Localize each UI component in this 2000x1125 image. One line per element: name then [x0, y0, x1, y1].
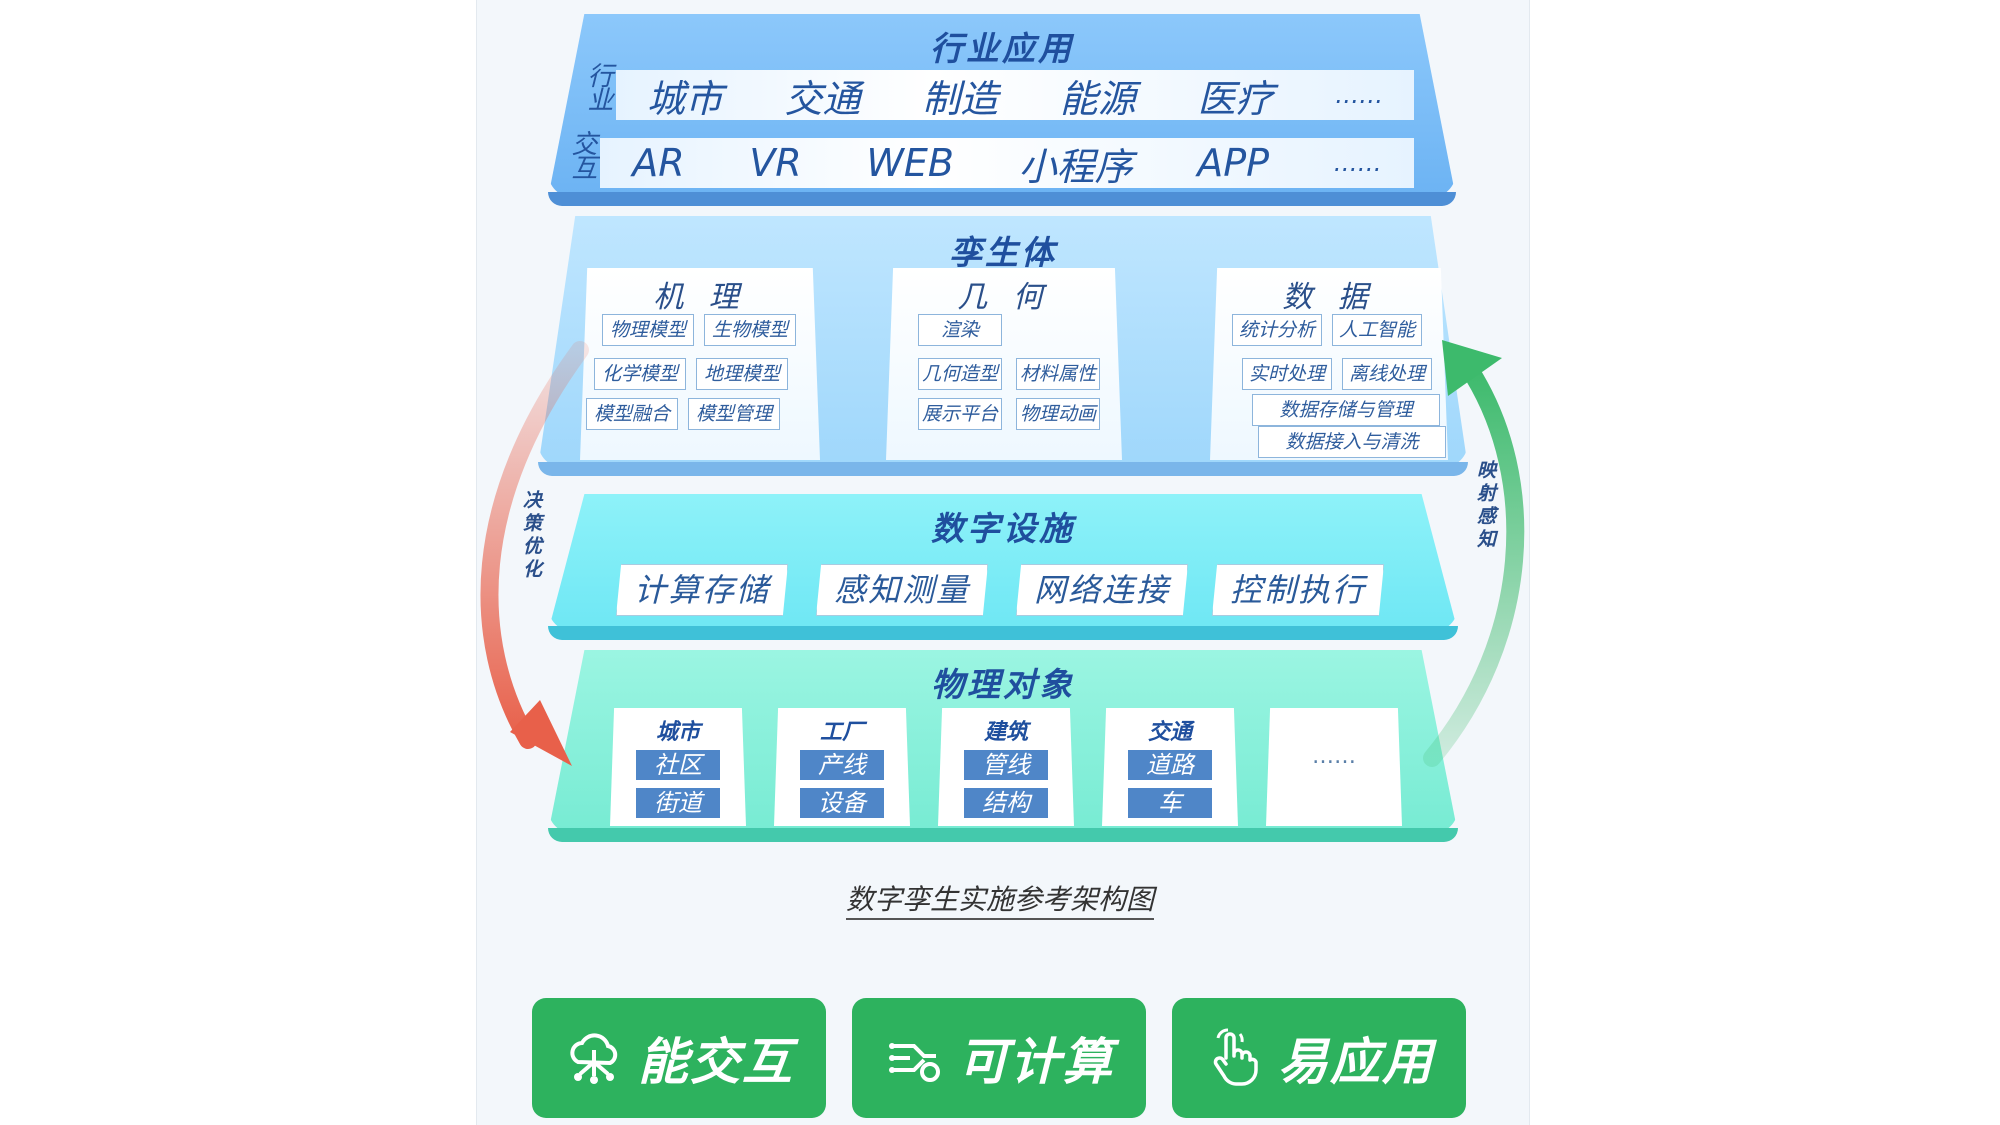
mechanism-item: 模型管理: [688, 398, 780, 430]
interactive-feature-label: 能交互: [638, 1033, 794, 1091]
industry-side-label-top: 行业: [583, 62, 613, 110]
caption-text: 数字孪生实施参考架构图: [845, 883, 1154, 920]
pointing-hand-icon: [1213, 1028, 1258, 1086]
physical-card-building: 建筑 管线 结构: [938, 708, 1074, 826]
physical-card-item: 设备: [800, 788, 884, 818]
physical-card-item: 社区: [636, 750, 720, 780]
interaction-item: WEB: [866, 141, 954, 185]
infra-item: 计算存储: [616, 564, 788, 616]
physical-card-head: 交通: [1147, 720, 1192, 745]
compute-circuit-icon: [889, 1043, 940, 1082]
geometry-item: 渲染: [918, 314, 1002, 346]
physical-card-item: 车: [1128, 788, 1212, 818]
mechanism-item: 生物模型: [704, 314, 796, 346]
geometry-title: 几 何: [957, 280, 1051, 315]
data-item: 实时处理: [1242, 358, 1332, 390]
mechanism-item: 物理模型: [602, 314, 694, 346]
physical-card-item: 结构: [964, 788, 1048, 818]
geometry-card: 几 何 渲染 几何造型 材料属性 展示平台 物理动画: [886, 268, 1122, 460]
diagram-caption: 数字孪生实施参考架构图: [0, 878, 2000, 920]
physical-card-more: ……: [1266, 708, 1402, 826]
industry-layer: 行业应用 行业 交互 城市 交通 制造 能源 医疗 …… AR VR WEB 小…: [548, 14, 1456, 206]
data-item: 离线处理: [1342, 358, 1432, 390]
sector-item: 医疗: [1197, 76, 1274, 121]
infra-item: 控制执行: [1212, 564, 1384, 616]
physical-card-item: 管线: [964, 750, 1048, 780]
industry-row-interaction: AR VR WEB 小程序 APP ……: [600, 138, 1414, 189]
mechanism-item: 地理模型: [696, 358, 788, 390]
computable-feature-label: 可计算: [958, 1033, 1114, 1091]
twin-layer: 孪生体 机 理 物理模型 生物模型 化学模型 地理模型 模型融合 模型管理 几 …: [538, 216, 1468, 476]
geometry-item: 几何造型: [918, 358, 1002, 390]
interaction-item: AR: [632, 141, 685, 185]
geometry-item: 材料属性: [1016, 358, 1100, 390]
mapping-perception-label: 映射感知: [1474, 460, 1496, 552]
interaction-item: APP: [1197, 141, 1270, 185]
physical-card-city: 城市 社区 街道: [610, 708, 746, 826]
decision-optimization-label: 决策优化: [520, 490, 542, 582]
data-item: 数据接入与清洗: [1258, 426, 1446, 458]
interactive-feature-button[interactable]: 能交互: [532, 998, 826, 1118]
physical-card-factory: 工厂 产线 设备: [774, 708, 910, 826]
physical-object-layer: 物理对象 城市 社区 街道 工厂 产线 设备 建筑 管线 结构 交通 道路 车 …: [548, 650, 1458, 842]
data-item: 统计分析: [1232, 314, 1322, 346]
infra-item: 网络连接: [1016, 564, 1188, 616]
sector-item: 交通: [784, 76, 861, 121]
physical-card-item: 道路: [1128, 750, 1212, 780]
mechanism-item: 模型融合: [586, 398, 678, 430]
physical-more-ellipsis: ……: [1312, 744, 1356, 769]
interaction-item: 小程序: [1018, 144, 1133, 189]
infrastructure-layer: 数字设施 计算存储 感知测量 网络连接 控制执行: [548, 494, 1458, 640]
industry-side-label-bottom: 交互: [567, 130, 597, 178]
infra-item: 感知测量: [816, 564, 988, 616]
industry-title: 行业应用: [930, 29, 1074, 68]
computable-feature-button[interactable]: 可计算: [852, 998, 1146, 1118]
physical-card-item: 产线: [800, 750, 884, 780]
physical-card-item: 街道: [636, 788, 720, 818]
physical-card-traffic: 交通 道路 车: [1102, 708, 1238, 826]
physical-card-head: 工厂: [819, 720, 864, 745]
interaction-item: VR: [749, 141, 802, 185]
physical-title: 物理对象: [931, 665, 1075, 704]
twin-title: 孪生体: [949, 233, 1057, 272]
infrastructure-title: 数字设施: [931, 509, 1075, 548]
sector-item: 城市: [646, 76, 723, 121]
physical-card-head: 城市: [655, 720, 700, 745]
sector-item: 制造: [922, 76, 999, 121]
mechanism-item: 化学模型: [594, 358, 686, 390]
mechanism-title: 机 理: [653, 280, 747, 315]
geometry-item: 物理动画: [1016, 398, 1100, 430]
sector-item: 能源: [1059, 76, 1136, 121]
easy-application-feature-label: 易应用: [1278, 1033, 1434, 1091]
data-title: 数 据: [1282, 280, 1376, 315]
cloud-interaction-icon: [570, 1033, 618, 1084]
mechanism-card: 机 理 物理模型 生物模型 化学模型 地理模型 模型融合 模型管理: [580, 268, 820, 460]
physical-card-head: 建筑: [983, 720, 1028, 745]
easy-application-feature-button[interactable]: 易应用: [1172, 998, 1466, 1118]
data-item: 人工智能: [1332, 314, 1422, 346]
interaction-more: ……: [1333, 149, 1382, 177]
sector-more: ……: [1335, 81, 1384, 109]
data-card: 数 据 统计分析 人工智能 实时处理 离线处理 数据存储与管理 数据接入与清洗: [1210, 268, 1448, 460]
geometry-item: 展示平台: [918, 398, 1002, 430]
data-item: 数据存储与管理: [1252, 394, 1440, 426]
industry-row-sectors: 城市 交通 制造 能源 医疗 ……: [616, 70, 1414, 121]
